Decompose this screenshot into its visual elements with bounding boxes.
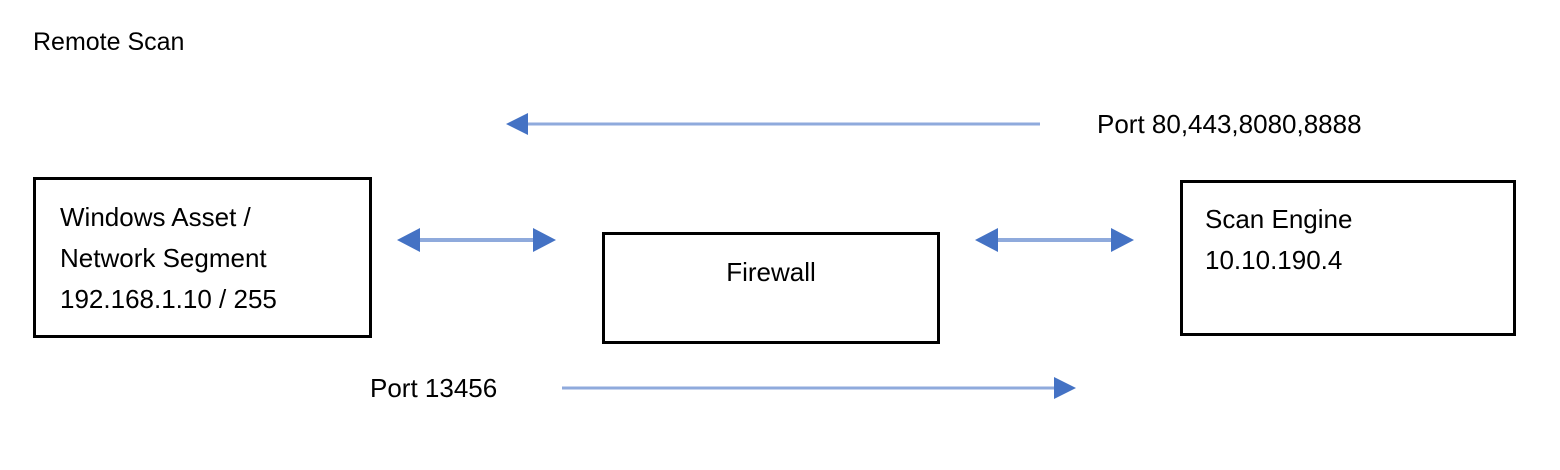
asset-firewall-arrowhead-right xyxy=(533,228,556,252)
scan-engine-to-asset-arrow xyxy=(506,113,1040,135)
scan-engine-line-1: Scan Engine xyxy=(1205,204,1353,234)
page-title: Remote Scan xyxy=(33,28,185,56)
asset-firewall-arrowhead-left xyxy=(397,228,420,252)
windows-asset-line-3: 192.168.1.10 / 255 xyxy=(60,284,277,314)
windows-asset-node: Windows Asset / Network Segment 192.168.… xyxy=(33,177,372,338)
scan-engine-to-asset-arrowhead-left xyxy=(506,113,528,135)
windows-asset-node-text: Windows Asset / Network Segment 192.168.… xyxy=(60,197,277,320)
windows-asset-line-2: Network Segment xyxy=(60,243,267,273)
firewall-node-text: Firewall xyxy=(605,252,937,293)
firewall-scan-engine-arrowhead-right xyxy=(1111,228,1134,252)
scan-engine-line-2: 10.10.190.4 xyxy=(1205,245,1343,275)
firewall-label: Firewall xyxy=(726,257,816,287)
inbound-ports-label: Port 80,443,8080,8888 xyxy=(1097,109,1362,139)
asset-to-scan-engine-arrowhead-right xyxy=(1054,377,1076,399)
scan-engine-node: Scan Engine 10.10.190.4 xyxy=(1180,180,1516,336)
asset-to-scan-engine-arrow xyxy=(562,377,1076,399)
scan-engine-node-text: Scan Engine 10.10.190.4 xyxy=(1205,199,1352,281)
outbound-port-label: Port 13456 xyxy=(370,373,498,403)
firewall-node: Firewall xyxy=(602,232,940,344)
asset-firewall-arrow xyxy=(397,228,556,252)
windows-asset-line-1: Windows Asset / xyxy=(60,202,251,232)
firewall-scan-engine-arrowhead-left xyxy=(975,228,998,252)
firewall-scan-engine-arrow xyxy=(975,228,1134,252)
